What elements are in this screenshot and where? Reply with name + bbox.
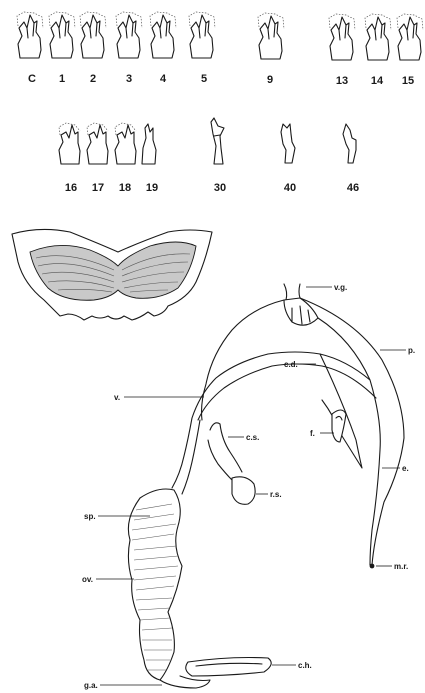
label-ch: c.h. bbox=[298, 661, 312, 670]
lateral-tooth-2-figure bbox=[80, 12, 106, 58]
radula-teeth-row-2: 16 17 18 19 30 40 46 bbox=[59, 118, 359, 194]
lateral-tooth-3-figure bbox=[116, 12, 142, 58]
tooth-label-15: 15 bbox=[402, 75, 414, 87]
marginal-tooth-19-figure bbox=[142, 124, 156, 164]
tooth-label-9: 9 bbox=[267, 74, 273, 86]
tooth-label-16: 16 bbox=[65, 182, 77, 194]
marginal-tooth-18-figure bbox=[115, 123, 136, 164]
label-rs: r.s. bbox=[270, 490, 282, 499]
lateral-tooth-4-figure bbox=[150, 12, 176, 58]
label-p: p. bbox=[408, 346, 415, 355]
tooth-label-3: 3 bbox=[126, 73, 132, 85]
tooth-label-40: 40 bbox=[284, 182, 296, 194]
marginal-tooth-14-figure bbox=[365, 14, 391, 60]
tooth-label-17: 17 bbox=[92, 182, 104, 194]
label-cd: c.d. bbox=[284, 360, 298, 369]
marginal-tooth-46-figure bbox=[343, 124, 356, 163]
label-vg: v.g. bbox=[334, 283, 347, 292]
tooth-label-14: 14 bbox=[371, 75, 384, 87]
lateral-tooth-1-figure bbox=[49, 12, 75, 58]
lateral-tooth-9-figure bbox=[258, 13, 284, 59]
label-e: e. bbox=[402, 464, 409, 473]
reproductive-system-figure bbox=[128, 284, 404, 688]
tooth-label-19: 19 bbox=[146, 182, 158, 194]
central-tooth-figure bbox=[17, 12, 43, 58]
label-v: v. bbox=[114, 393, 120, 402]
tooth-label-30: 30 bbox=[214, 182, 226, 194]
tooth-label-46: 46 bbox=[347, 182, 359, 194]
tooth-label-13: 13 bbox=[336, 75, 348, 87]
marginal-tooth-15-figure bbox=[397, 14, 423, 60]
marginal-tooth-16-figure bbox=[59, 123, 80, 164]
radula-teeth-row-1: C 1 2 3 4 5 9 13 14 15 bbox=[17, 12, 423, 87]
label-ga: g.a. bbox=[84, 681, 98, 690]
label-ov: ov. bbox=[82, 575, 93, 584]
tooth-label-c: C bbox=[28, 73, 36, 85]
label-mr: m.r. bbox=[394, 562, 408, 571]
marginal-tooth-30-figure bbox=[211, 118, 224, 164]
marginal-tooth-40-figure bbox=[281, 124, 295, 163]
jaw-plate-figure bbox=[12, 229, 212, 320]
tooth-label-18: 18 bbox=[119, 182, 131, 194]
label-sp: sp. bbox=[84, 512, 96, 521]
tooth-label-4: 4 bbox=[160, 73, 167, 85]
tooth-label-5: 5 bbox=[201, 73, 207, 85]
tooth-label-2: 2 bbox=[90, 73, 96, 85]
marginal-tooth-17-figure bbox=[87, 123, 108, 164]
label-f: f. bbox=[310, 429, 315, 438]
tooth-label-1: 1 bbox=[59, 73, 65, 85]
label-cs: c.s. bbox=[246, 433, 259, 442]
marginal-tooth-13-figure bbox=[329, 14, 355, 60]
lateral-tooth-5-figure bbox=[189, 12, 215, 58]
